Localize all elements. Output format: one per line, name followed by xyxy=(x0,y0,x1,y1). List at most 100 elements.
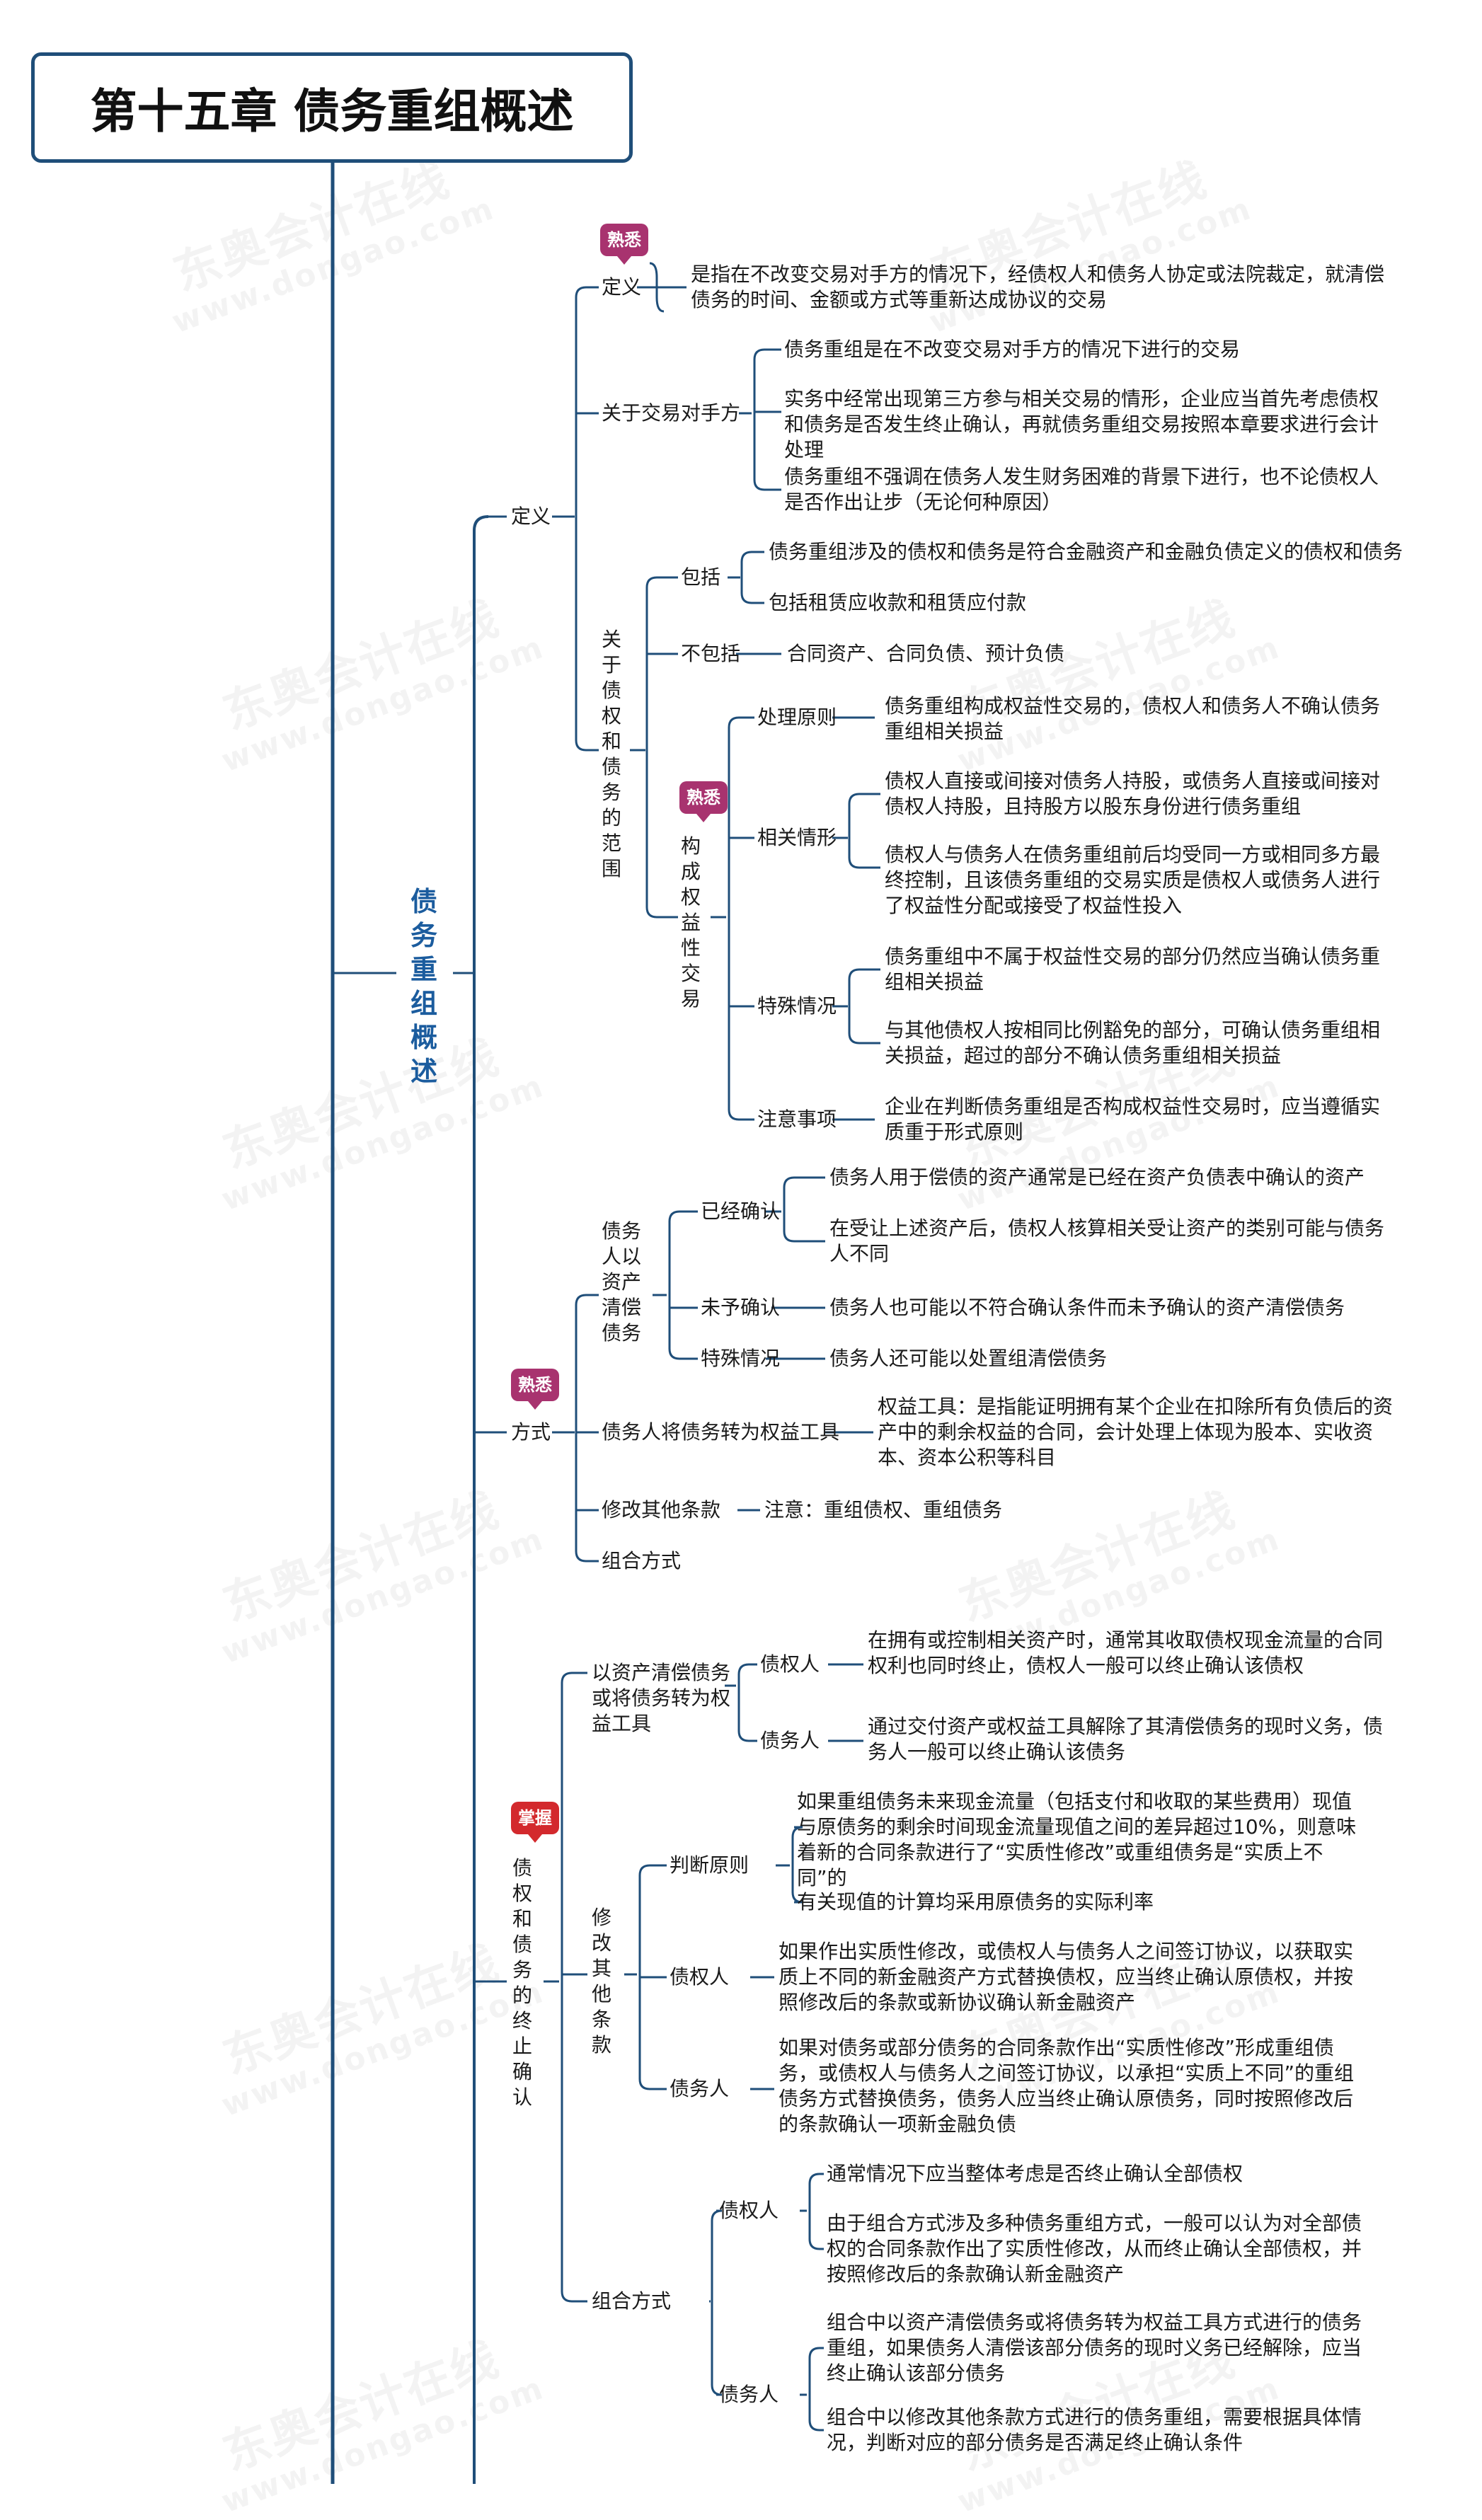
familiar-badge: 熟悉 xyxy=(600,224,648,265)
text-special-2: 与其他债权人按相同比例豁免的部分，可确认债务重组相关损益，超过的部分不确认债务重… xyxy=(885,1018,1381,1067)
text-include-2: 包括租赁应收款和租赁应付款 xyxy=(769,591,1027,614)
node-modify-terms: 修改其他条款 xyxy=(602,1498,721,1521)
root-topic: 债务重组概述 xyxy=(410,886,437,1087)
node-asset-settlement: 债务人以资产清偿债务 xyxy=(602,1219,642,1345)
connector xyxy=(740,592,764,604)
connector xyxy=(575,1550,599,1563)
connector xyxy=(575,740,599,752)
node-combo-derecog: 组合方式 xyxy=(592,2289,672,2313)
node-creditor-2: 债权人 xyxy=(670,1965,730,1989)
text-recognized-2: 在受让上述资产后，债权人核算相关受让资产的类别可能与债务人不同 xyxy=(829,1216,1385,1265)
node-judge: 判断原则 xyxy=(670,1853,749,1877)
text-debtor-3-2: 组合中以修改其他条款方式进行的债务重组，需要根据具体情况，判断对应的部分债务是否… xyxy=(827,2405,1362,2454)
connector xyxy=(848,1032,880,1045)
text-counterparty-2: 实务中经常出现第三方参与相关交易的情形，企业应当首先考虑债权和债务是否发生终止确… xyxy=(784,387,1379,461)
connector xyxy=(791,1892,803,1904)
text-definition: 是指在不改变交易对手方的情况下，经债权人和债务人协定或法院裁定，就清偿债务的时间… xyxy=(691,263,1385,311)
connector xyxy=(561,2291,587,2303)
text-creditor-3-1: 通常情况下应当整体考虑是否终止确认全部债权 xyxy=(827,2162,1243,2185)
connector xyxy=(575,1294,599,1306)
node-recognized: 已经确认 xyxy=(701,1199,781,1223)
connector xyxy=(848,968,880,980)
node-combination: 组合方式 xyxy=(602,1549,682,1572)
connector xyxy=(783,1176,825,1188)
node-notes: 注意事项 xyxy=(757,1107,837,1131)
connector xyxy=(737,1663,757,1675)
connector xyxy=(668,1210,698,1222)
connector xyxy=(740,551,764,563)
connector xyxy=(808,2347,824,2359)
connector xyxy=(737,1730,757,1742)
text-include-1: 债务重组涉及的债权和债务是符合金融资产和金融负债定义的债权和债务 xyxy=(769,540,1403,563)
text-notes: 企业在判断债务重组是否构成权益性交易时，应当遵循实质重于形式原则 xyxy=(885,1095,1381,1144)
text-debt-to-equity: 权益工具：是指能证明拥有某个企业在扣除所有负债后的资产中的剩余权益的合同，会计处… xyxy=(878,1395,1394,1469)
connector xyxy=(848,793,880,805)
text-counterparty-1: 债务重组是在不改变交易对手方的情况下进行的交易 xyxy=(784,338,1241,361)
node-exclude: 不包括 xyxy=(681,642,741,665)
text-principle: 债务重组构成权益性交易的，债权人和债务人不确认债务重组相关损益 xyxy=(885,694,1381,743)
connector xyxy=(638,2078,667,2090)
connector xyxy=(728,1109,754,1121)
text-unrecognized: 债务人也可能以不符合确认条件而未予确认的资产清偿债务 xyxy=(829,1296,1345,1319)
node-counterparty: 关于交易对手方 xyxy=(602,401,741,425)
node-debtor-2: 债务人 xyxy=(670,2077,730,2100)
connector xyxy=(753,479,781,491)
node-scope: 关于债权和债务的范围 xyxy=(601,628,621,880)
text-creditor-3-2: 由于组合方式涉及多种债务重组方式，一般可以认为对全部债权的合同条款作出了实质性修… xyxy=(827,2211,1362,2286)
connector xyxy=(575,286,599,298)
node-creditor-1: 债权人 xyxy=(760,1652,820,1676)
text-related-2: 债权人与债务人在债务重组前后均受同一方或相同多方最终控制，且该债务重组的交易实质… xyxy=(885,843,1381,917)
text-creditor-1: 在拥有或控制相关资产时，通常其收取债权现金流量的合同权利也同时终止，债权人一般可… xyxy=(868,1628,1384,1677)
node-principle: 处理原则 xyxy=(757,706,837,729)
node-debtor-1: 债务人 xyxy=(760,1729,820,1752)
text-debtor-2: 如果对债务或部分债务的合同条款作出“实质性修改”形成重组债务，或债权人与债务人之… xyxy=(779,2036,1355,2136)
text-special-1: 债务重组中不属于权益性交易的部分仍然应当确认债务重组相关损益 xyxy=(885,945,1381,994)
connector xyxy=(668,1348,698,1360)
connector xyxy=(645,576,678,588)
node-related: 相关情形 xyxy=(757,826,837,849)
chapter-title: 第十五章 债务重组概述 xyxy=(90,84,574,139)
branch-derecognition: 债权和债务的终止确认 xyxy=(512,1856,532,2109)
node-include: 包括 xyxy=(681,565,721,589)
text-related-1: 债权人直接或间接对债务人持股，或债务人直接或间接对债权人持股，且持股方以股东身份… xyxy=(885,769,1381,818)
connector xyxy=(808,2420,824,2432)
node-equity-transaction: 构成权益性交易 xyxy=(680,834,701,1011)
familiar-badge: 熟悉 xyxy=(511,1369,559,1410)
node-debtor-3: 债务人 xyxy=(719,2383,779,2406)
familiar-badge: 熟悉 xyxy=(679,781,728,822)
connector xyxy=(711,2209,723,2221)
node-creditor-3: 债权人 xyxy=(719,2199,779,2222)
connector xyxy=(808,2173,824,2185)
branch-definition: 定义 xyxy=(511,505,551,528)
connector xyxy=(645,907,678,919)
connector xyxy=(561,1672,587,1684)
connector xyxy=(808,2238,824,2250)
text-judge-1: 如果重组债务未来现金流量（包括支付和收取的某些费用）现值与原债务的剩余时间现金流… xyxy=(797,1790,1357,1889)
master-badge: 掌握 xyxy=(511,1802,559,1843)
text-counterparty-3: 债务重组不强调在债务人发生财务困难的背景下进行，也不论债权人是否作出让步（无论何… xyxy=(784,465,1379,514)
connector xyxy=(791,1826,803,1838)
node-modify-derecog: 修改其他条款 xyxy=(591,1906,611,2056)
connector xyxy=(753,348,781,360)
text-recognized-1: 债务人用于偿债的资产通常是已经在资产负债表中确认的资产 xyxy=(829,1166,1365,1189)
text-exclude: 合同资产、合同负债、预计负债 xyxy=(787,642,1065,665)
text-debtor-3-1: 组合中以资产清偿债务或将债务转为权益工具方式进行的债务重组，如果债务人清偿该部分… xyxy=(827,2311,1362,2385)
connector xyxy=(783,1231,825,1243)
text-creditor-2: 如果作出实质性修改，或债权人与债务人之间签订协议，以获取实质上不同的新金融资产方… xyxy=(779,1940,1354,2014)
connector xyxy=(473,515,489,2484)
text-special-asset: 债务人还可能以处置组清偿债务 xyxy=(829,1347,1108,1370)
connector xyxy=(638,1864,667,1876)
connector xyxy=(728,716,754,728)
connector xyxy=(711,2384,723,2396)
node-unrecognized: 未予确认 xyxy=(701,1296,781,1319)
node-special: 特殊情况 xyxy=(757,994,837,1018)
node-special-asset: 特殊情况 xyxy=(701,1347,781,1370)
chapter-title-box: 第十五章 债务重组概述 xyxy=(31,52,633,163)
connector xyxy=(848,857,880,869)
text-judge-2: 有关现值的计算均采用原债务的实际利率 xyxy=(797,1890,1154,1914)
node-definition: 定义 xyxy=(602,275,642,299)
branch-methods: 方式 xyxy=(511,1420,551,1444)
text-debtor-1: 通过交付资产或权益工具解除了其清偿债务的现时义务，债务人一般可以终止确认该债务 xyxy=(868,1715,1384,1764)
text-modify-terms: 注意：重组债权、重组债务 xyxy=(764,1498,1003,1521)
